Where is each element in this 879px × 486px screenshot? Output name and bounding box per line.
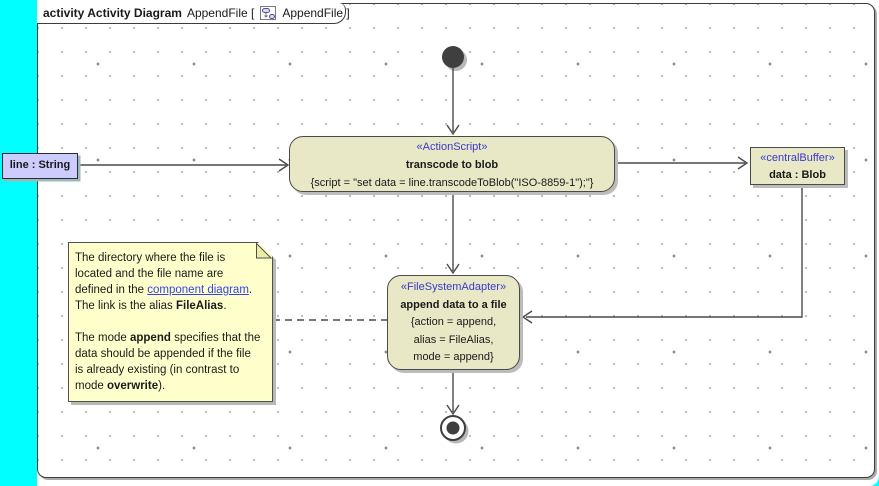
diagram-title-tab[interactable]: activity Activity Diagram AppendFile [ A…: [37, 3, 350, 24]
action-transcode-to-blob[interactable]: «ActionScript» transcode to blob {script…: [289, 136, 615, 192]
activity-diagram-frame: [37, 3, 875, 478]
note-text: .: [248, 284, 253, 296]
central-buffer-data-blob[interactable]: «centralBuffer» data : Blob: [750, 147, 845, 185]
note-text: defined in the: [75, 284, 148, 296]
action-property-line: {action = append,: [410, 316, 497, 328]
activity-parameter-node-line[interactable]: line : String: [2, 153, 78, 179]
action-name: append data to a file: [400, 298, 507, 311]
parameter-label: line : String: [9, 159, 71, 171]
diagram-ref-label: AppendFile ]: [282, 5, 350, 20]
stereotype-label: «FileSystemAdapter»: [400, 281, 507, 293]
note-text: mode: [75, 380, 107, 392]
note-text: The mode: [75, 332, 130, 344]
action-property-line: alias = FileAlias,: [413, 333, 494, 346]
note-text-bold: append: [129, 332, 171, 344]
activity-diagram-icon: [260, 5, 277, 20]
note-text: The link is the alias: [75, 300, 176, 312]
action-property-line: mode = append}: [413, 351, 494, 363]
note-text: ).: [158, 380, 166, 392]
comment-note[interactable]: The directory where the file is located …: [68, 242, 273, 402]
note-text-bold: overwrite: [106, 380, 159, 392]
stereotype-label: «ActionScript»: [416, 141, 488, 153]
component-diagram-link[interactable]: component diagram: [147, 284, 249, 296]
note-text: specifies that the: [170, 332, 261, 344]
note-text: data should be appended if the file: [75, 348, 251, 360]
action-script-property: {script = "set data = line.transcodeToBl…: [310, 177, 594, 189]
buffer-name: data : Blob: [769, 169, 826, 181]
action-name: transcode to blob: [405, 159, 499, 171]
note-text: The directory where the file is: [75, 252, 226, 264]
diagram-kind-label: activity Activity Diagram: [43, 5, 182, 20]
diagram-name-label: AppendFile [: [186, 5, 255, 20]
note-fold-corner-icon: [256, 243, 272, 259]
note-text: located and the file name are: [75, 268, 224, 280]
note-text: is already existing (in contrast to: [75, 364, 240, 376]
action-append-data-to-file[interactable]: «FileSystemAdapter» append data to a fil…: [387, 275, 520, 370]
stereotype-label: «centralBuffer»: [760, 152, 835, 164]
note-text-bold: FileAlias: [176, 300, 224, 312]
note-text: .: [223, 300, 227, 312]
